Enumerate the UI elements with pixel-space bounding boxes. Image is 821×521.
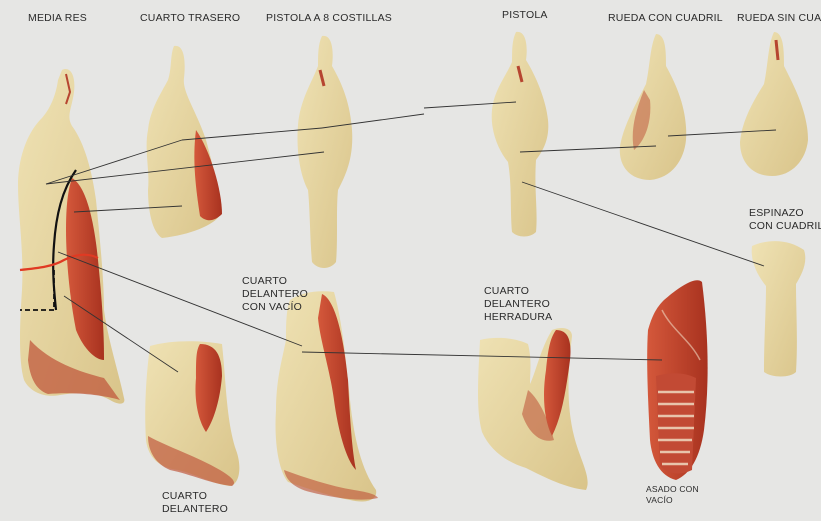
- label-line: DELANTERO: [484, 298, 552, 311]
- label-espinazo-con-cuadril: ESPINAZO CON CUADRIL: [749, 207, 821, 233]
- label-line: CON CUADRIL: [749, 220, 821, 233]
- leader-line: [522, 182, 764, 266]
- label-cuarto-delantero: CUARTO DELANTERO: [162, 490, 228, 516]
- label-rueda-con-cuadril: RUEDA CON CUADRIL: [608, 12, 723, 25]
- asado-con-vacio-cut: [647, 280, 707, 480]
- label-line: DELANTERO: [162, 503, 228, 516]
- label-cuarto-delantero-con-vacio: CUARTO DELANTERO CON VACÍO: [242, 275, 308, 314]
- label-line: ASADO CON: [646, 484, 699, 495]
- label-cuarto-trasero: CUARTO TRASERO: [140, 12, 240, 25]
- label-pistola-8-costillas: PISTOLA A 8 COSTILLAS: [266, 12, 392, 25]
- rueda-con-cuadril-cut: [620, 34, 686, 180]
- label-line: VACÍO: [646, 495, 699, 506]
- label-line: ESPINAZO: [749, 207, 821, 220]
- cuarto-delantero-cut: [145, 341, 239, 486]
- cuarto-trasero-cut: [147, 46, 222, 238]
- label-line: CUARTO: [162, 490, 228, 503]
- label-asado-con-vacio: ASADO CON VACÍO: [646, 484, 699, 506]
- cuarto-delantero-herradura-cut: [478, 328, 588, 490]
- label-line: CUARTO: [484, 285, 552, 298]
- rueda-sin-cuadril-cut: [740, 32, 808, 176]
- label-line: CON VACÍO: [242, 301, 308, 314]
- label-cuarto-delantero-herradura: CUARTO DELANTERO HERRADURA: [484, 285, 552, 324]
- pistola-8-costillas-cut: [297, 36, 352, 268]
- label-line: CUARTO: [242, 275, 308, 288]
- label-pistola: PISTOLA: [502, 9, 548, 22]
- label-rueda-sin-cuadril: RUEDA SIN CUADR: [737, 12, 821, 25]
- espinazo-con-cuadril-cut: [752, 241, 806, 376]
- label-line: HERRADURA: [484, 311, 552, 324]
- label-line: DELANTERO: [242, 288, 308, 301]
- media-res-cut: [18, 69, 124, 404]
- pistola-cut: [492, 32, 549, 237]
- label-media-res: MEDIA RES: [28, 12, 87, 25]
- cuarto-delantero-con-vacio-cut: [276, 291, 379, 501]
